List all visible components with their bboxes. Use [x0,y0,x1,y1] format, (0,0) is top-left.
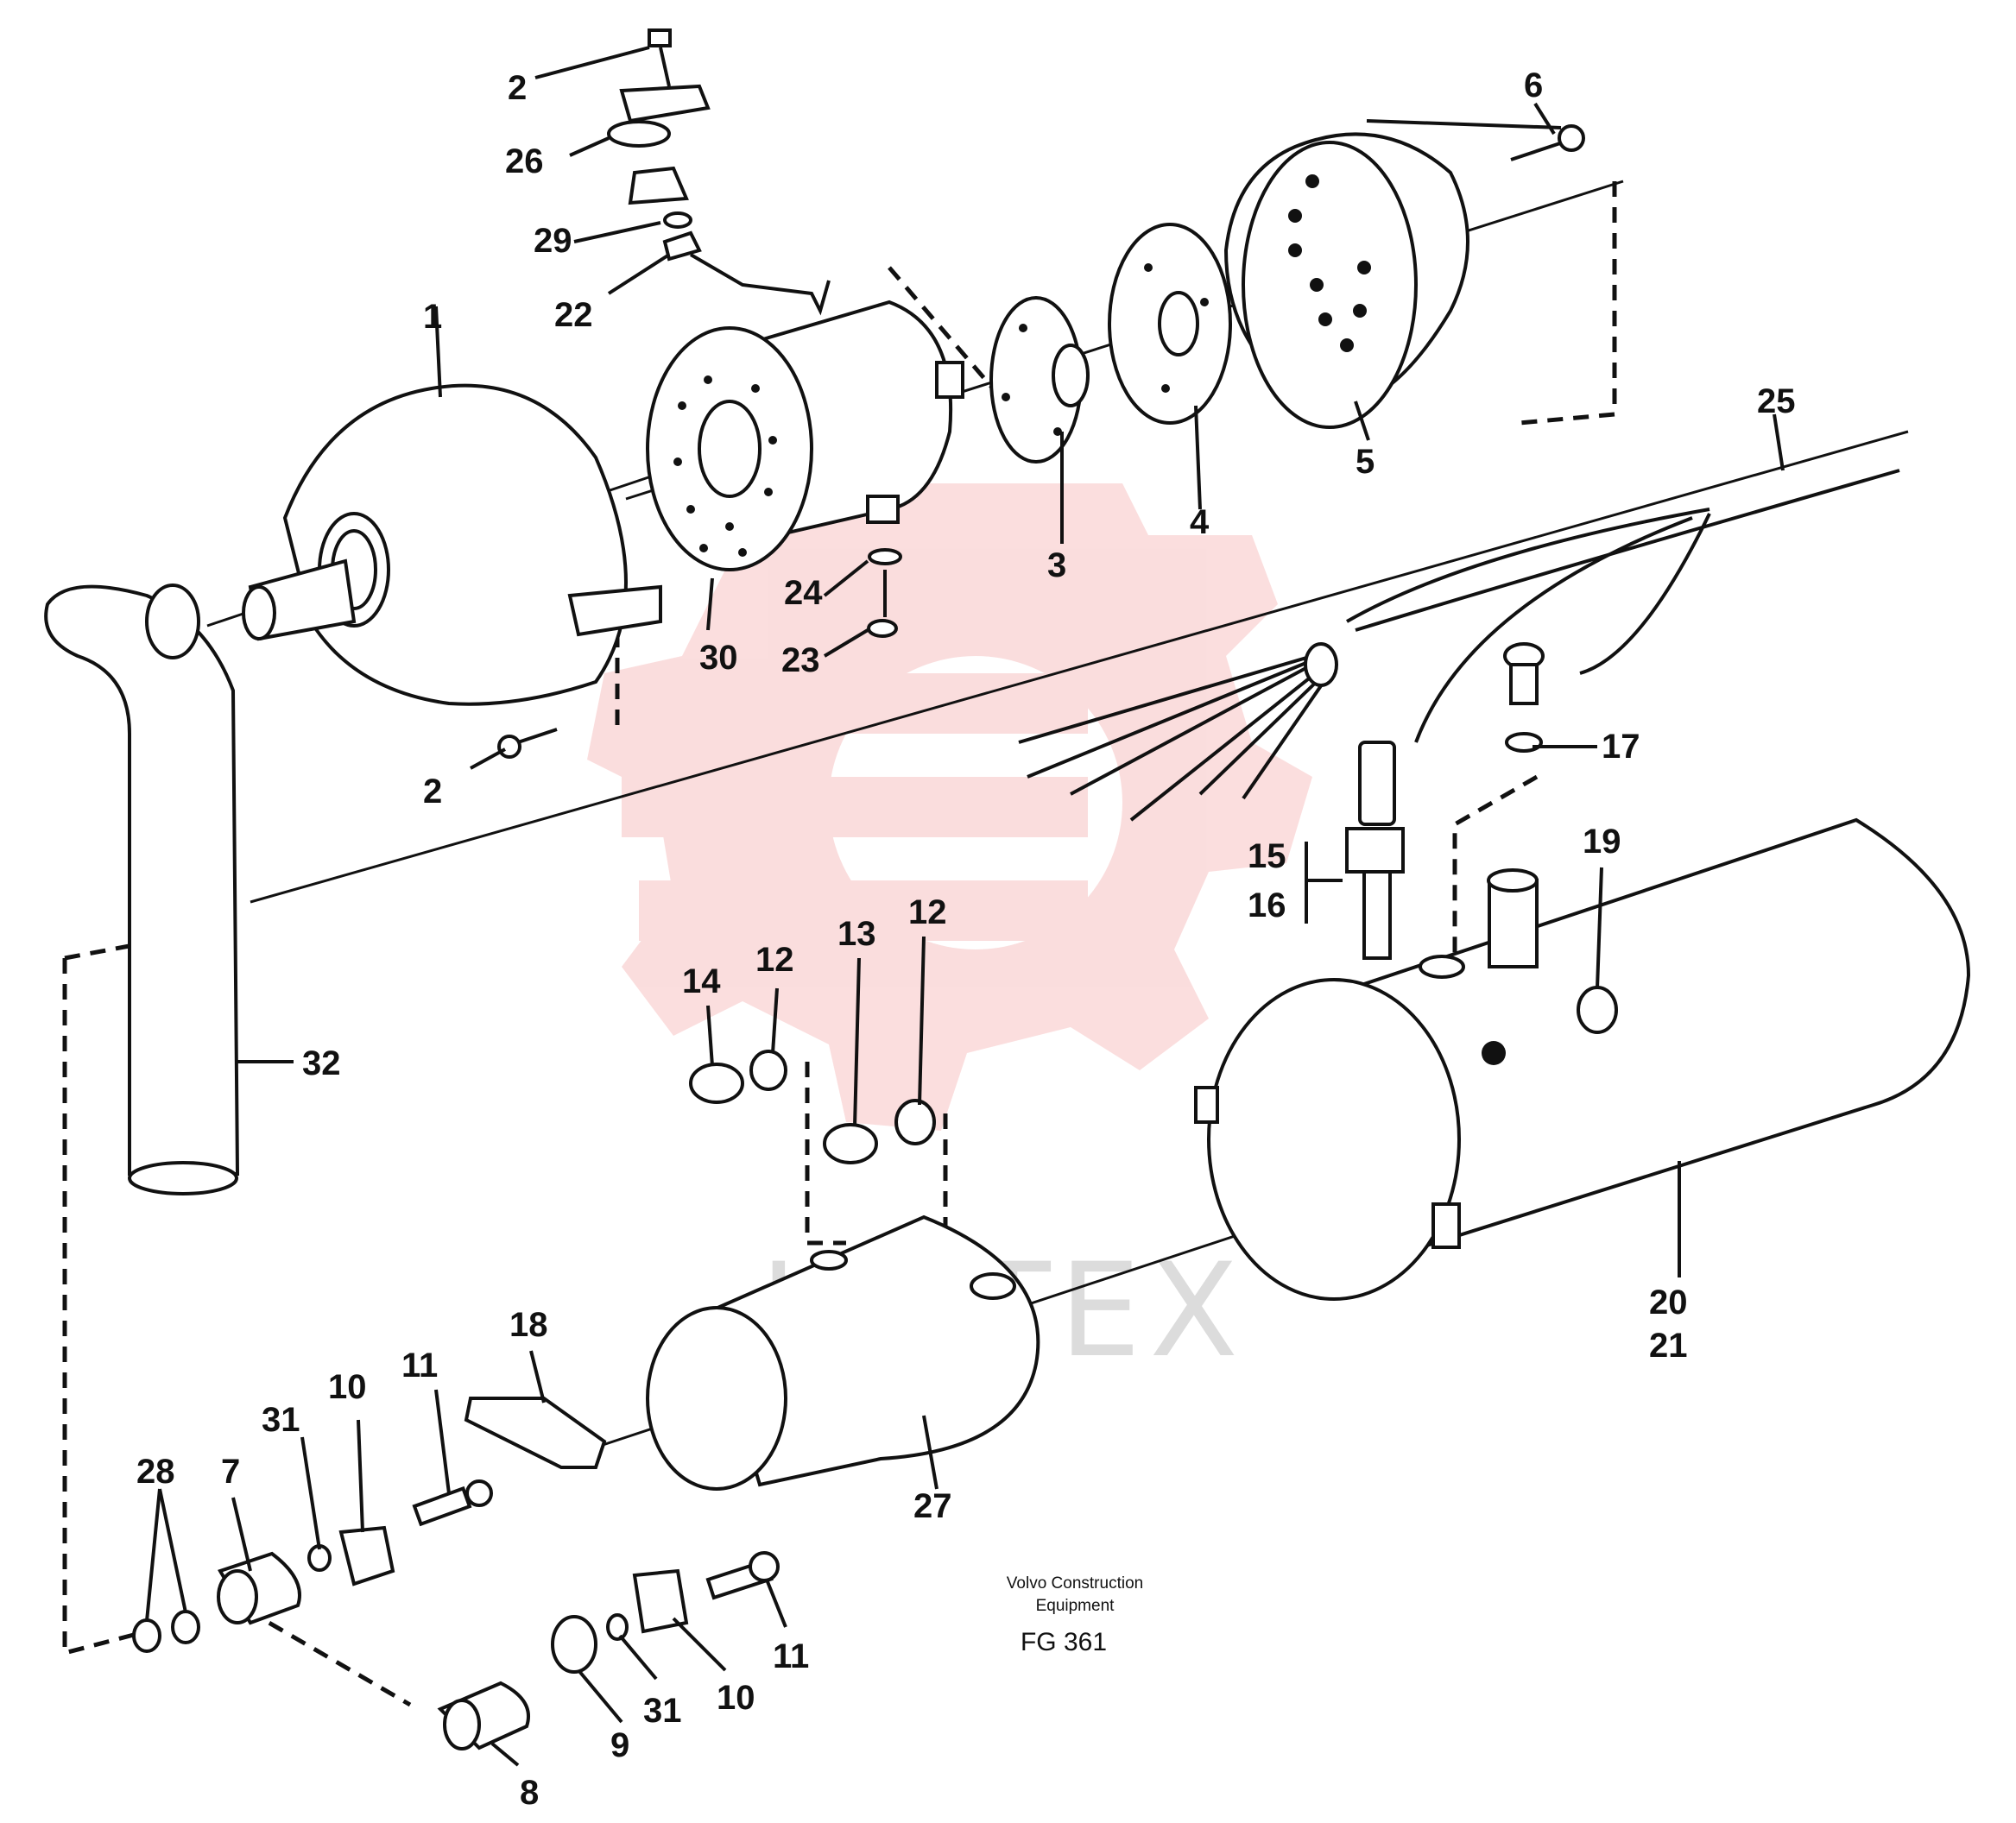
callout-11-left: 11 [401,1347,438,1385]
leader-lines [145,46,1785,1767]
dashed-link-wire [888,266,995,390]
part-flange-3 [989,296,1090,464]
diagram-caption: Volvo Construction Equipment FG 361 [1007,1574,1143,1656]
callout-14: 14 [682,962,721,1000]
callout-19: 19 [1583,823,1621,861]
part-wire-harness [1018,469,1900,822]
callout-5: 5 [1356,443,1375,481]
part-fan-motor [646,300,964,571]
callout-labels: 1 2 2 3 4 5 6 7 8 9 10 10 11 11 12 12 13… [136,66,1796,1812]
callout-13: 13 [837,915,876,953]
callout-12-left: 12 [755,941,794,979]
callout-25: 25 [1757,382,1796,420]
callout-26: 26 [505,142,544,180]
dashed-link-cover [1519,181,1617,426]
callout-10-left: 10 [328,1368,367,1406]
callout-29: 29 [534,222,572,260]
callout-10-right: 10 [717,1679,755,1717]
callout-31-left: 31 [262,1401,300,1439]
part-screw-2-lower [497,728,558,759]
dashed-link-left [62,958,148,1656]
callout-4: 4 [1190,503,1210,541]
callout-23: 23 [781,641,820,679]
callout-30: 30 [699,639,738,677]
callout-8: 8 [520,1774,539,1812]
dashed-link-plug [805,1062,846,1246]
callout-12-right: 12 [908,893,947,931]
callout-27: 27 [913,1487,952,1525]
callout-11-right: 11 [773,1637,809,1675]
dashed-link-grommet [1452,774,1539,975]
part-blower-housing [242,383,662,706]
callout-31-right: 31 [643,1692,682,1730]
callout-1: 1 [423,298,442,336]
part-stack-top [607,28,831,316]
caption-code: FG 361 [1021,1628,1107,1656]
callout-18: 18 [509,1306,548,1344]
callout-20: 20 [1649,1284,1688,1322]
dashed-link-left-top [64,943,135,961]
part-combustion-tube [646,1214,1040,1491]
callout-22: 22 [554,296,593,334]
part-nozzle-group [689,1050,936,1164]
callout-32: 32 [302,1044,341,1082]
part-cover-5 [1223,132,1469,429]
callout-3: 3 [1047,546,1066,584]
callout-2-top: 2 [508,69,527,107]
callout-2-bottom: 2 [423,773,442,811]
callout-15: 15 [1248,837,1286,875]
part-gasket-4 [1108,223,1232,425]
callout-17: 17 [1602,728,1640,766]
callout-9: 9 [610,1726,629,1764]
caption-line-1: Volvo Construction [1007,1574,1143,1593]
part-screw-6 [1510,124,1585,161]
part-sensor-15-16 [1345,741,1412,1011]
callout-16: 16 [1248,886,1286,924]
axis-line-upper [250,430,1909,904]
callout-28: 28 [136,1453,175,1491]
callout-7: 7 [221,1453,240,1491]
part-exhaust-pipe [44,583,240,1195]
part-heater-casing [1194,817,1971,1301]
caption-line-2: Equipment [1036,1597,1115,1615]
part-plug-17 [1503,642,1545,753]
part-screw-23-24 [867,548,902,638]
callout-24: 24 [784,574,823,612]
part-bracket-18 [464,1397,607,1469]
callout-21: 21 [1649,1327,1688,1365]
callout-6: 6 [1524,66,1543,104]
watermark-logo [587,466,1312,1131]
